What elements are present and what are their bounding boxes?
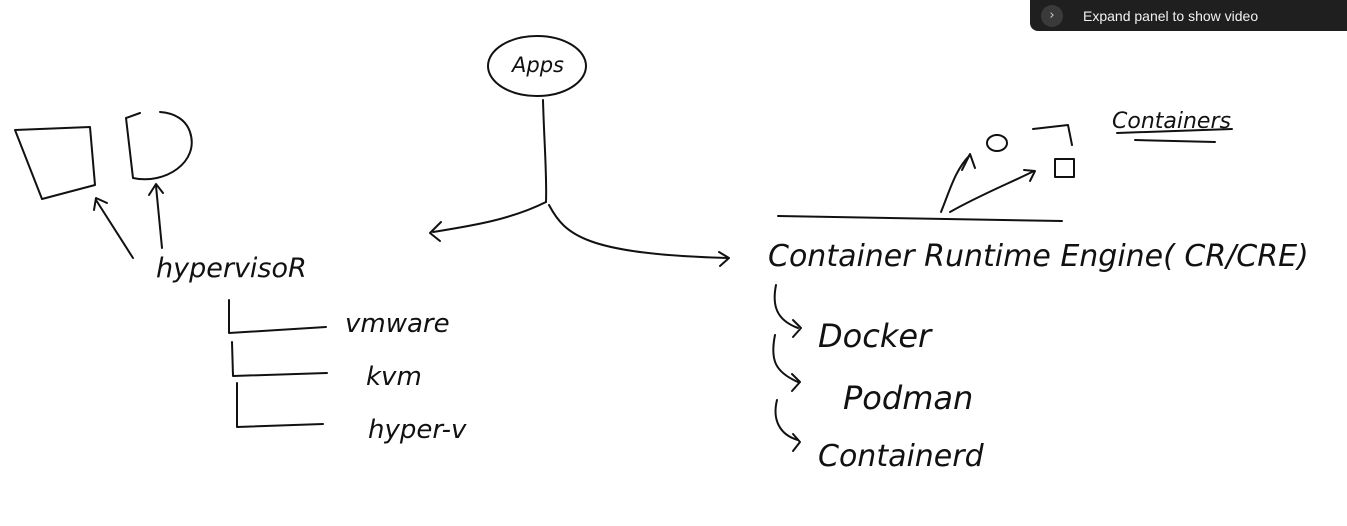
expand-panel-chevron-icon[interactable]: › xyxy=(1041,4,1063,27)
hv-item-kvm: kvm xyxy=(366,362,422,392)
engine-tree-line-1 xyxy=(773,284,799,329)
arrow-head-left xyxy=(429,221,442,242)
hypervisor-label: hypervisoR xyxy=(156,253,307,284)
arrow-to-vm-1 xyxy=(95,199,134,259)
hv-item-vmware: vmware xyxy=(345,309,450,339)
container-square xyxy=(1054,158,1075,178)
containers-underline xyxy=(1116,128,1233,143)
vm-box-1 xyxy=(14,126,96,200)
hv-item-hyper-v: hyper-v xyxy=(368,415,467,445)
arrow-head-vm-2 xyxy=(148,183,164,196)
container-bracket xyxy=(1032,124,1073,146)
engine-item-docker: Docker xyxy=(818,317,933,355)
apps-trunk xyxy=(542,99,548,203)
engine-item-containerd: Containerd xyxy=(818,439,985,474)
engine-item-podman: Podman xyxy=(843,379,973,417)
apps-circle xyxy=(487,35,587,97)
hv-tree-line-1 xyxy=(228,299,327,334)
apps-label: Apps xyxy=(510,53,564,77)
engine-top-line xyxy=(777,215,1063,222)
container-arrow-head xyxy=(1023,169,1036,182)
engine-label: Container Runtime Engine( CR/CRE) xyxy=(768,239,1309,274)
arrow-head-right xyxy=(718,251,730,267)
video-panel-bar[interactable]: › Expand panel to show video xyxy=(1030,0,1347,31)
engine-tree-head-1 xyxy=(792,319,802,338)
container-arc xyxy=(940,154,971,213)
container-arc-tip xyxy=(961,153,976,171)
branch-right xyxy=(548,204,729,259)
expand-panel-label[interactable]: Expand panel to show video xyxy=(1083,7,1259,24)
arrow-to-vm-2 xyxy=(155,185,163,249)
container-arrow xyxy=(949,170,1035,213)
hv-tree-line-3 xyxy=(236,382,324,428)
hv-tree-line-2 xyxy=(231,341,328,377)
container-circle xyxy=(986,134,1008,152)
arrow-head-vm-1 xyxy=(93,197,108,211)
engine-tree-line-2 xyxy=(772,334,799,383)
engine-tree-head-3 xyxy=(792,433,801,452)
branch-left xyxy=(432,201,547,233)
vm-box-2 xyxy=(125,111,193,181)
engine-tree-head-2 xyxy=(791,373,801,392)
engine-tree-line-3 xyxy=(774,399,799,441)
